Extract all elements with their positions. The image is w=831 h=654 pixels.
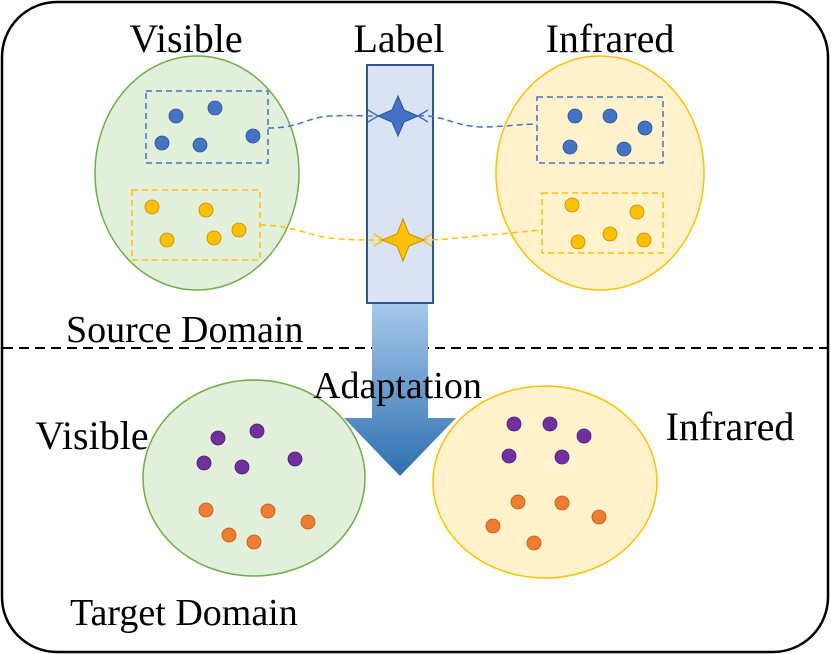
data-point bbox=[260, 503, 276, 519]
target-domain-title: Target Domain bbox=[70, 592, 298, 634]
data-point bbox=[246, 534, 262, 550]
data-point bbox=[168, 108, 184, 124]
data-point bbox=[231, 222, 247, 238]
source-infrared-gold-points bbox=[564, 197, 652, 250]
data-point bbox=[198, 502, 214, 518]
data-point bbox=[206, 230, 222, 246]
source-infrared-ellipse bbox=[495, 55, 705, 291]
target-infrared-label: Infrared bbox=[666, 404, 795, 449]
source-infrared-cluster bbox=[495, 55, 705, 291]
data-point bbox=[602, 226, 618, 242]
target-visible-label: Visible bbox=[35, 413, 148, 458]
data-point bbox=[602, 108, 618, 124]
data-point bbox=[576, 428, 592, 444]
data-point bbox=[564, 197, 580, 213]
source-infrared-blue-box bbox=[536, 96, 664, 164]
data-point bbox=[562, 139, 578, 155]
data-point bbox=[629, 204, 645, 220]
data-point bbox=[207, 100, 223, 116]
source-infrared-blue-points bbox=[562, 108, 653, 157]
data-point bbox=[570, 234, 586, 250]
data-point bbox=[234, 459, 250, 475]
target-infrared-ellipse bbox=[432, 385, 658, 579]
source-visible-blue-points bbox=[154, 100, 261, 153]
data-point bbox=[198, 202, 214, 218]
source-visible-label: Visible bbox=[129, 16, 242, 61]
source-visible-cluster bbox=[94, 55, 300, 291]
data-point bbox=[159, 232, 175, 248]
four-point-star-icon bbox=[376, 94, 420, 138]
data-point bbox=[196, 455, 212, 471]
data-point bbox=[554, 495, 570, 511]
source-domain-title: Source Domain bbox=[66, 309, 303, 351]
target-visible-orange-points bbox=[198, 502, 316, 550]
data-point bbox=[210, 430, 226, 446]
blue-class-connectors bbox=[267, 114, 538, 129]
data-point bbox=[144, 199, 160, 215]
data-point bbox=[192, 137, 208, 153]
data-point bbox=[485, 518, 501, 534]
data-point bbox=[221, 527, 237, 543]
target-visible-purple-points bbox=[196, 423, 303, 475]
data-point bbox=[554, 449, 570, 465]
source-infrared-gold-box bbox=[541, 192, 664, 254]
data-point bbox=[636, 232, 652, 248]
data-point bbox=[245, 128, 261, 144]
data-point bbox=[287, 451, 303, 467]
data-point bbox=[506, 416, 522, 432]
down-arrow-icon bbox=[344, 300, 456, 476]
data-point bbox=[567, 108, 583, 124]
target-visible-cluster bbox=[142, 379, 366, 577]
data-point bbox=[300, 514, 316, 530]
data-point bbox=[616, 141, 632, 157]
data-point bbox=[510, 494, 526, 510]
target-infrared-orange-points bbox=[485, 494, 607, 551]
label-column-title: Label bbox=[353, 16, 444, 61]
source-visible-gold-points bbox=[144, 199, 247, 248]
data-point bbox=[526, 535, 542, 551]
data-point bbox=[501, 448, 517, 464]
four-point-star-icon bbox=[380, 217, 426, 263]
gold-class-connectors bbox=[259, 224, 543, 241]
data-point bbox=[249, 423, 265, 439]
data-point bbox=[542, 416, 558, 432]
target-infrared-cluster bbox=[432, 385, 658, 579]
data-point bbox=[591, 509, 607, 525]
data-point bbox=[637, 120, 653, 136]
adaptation-label: Adaptation bbox=[313, 365, 482, 407]
data-point bbox=[154, 135, 170, 151]
source-visible-blue-box bbox=[145, 90, 269, 164]
source-infrared-label: Infrared bbox=[546, 16, 675, 61]
target-infrared-purple-points bbox=[501, 416, 592, 465]
